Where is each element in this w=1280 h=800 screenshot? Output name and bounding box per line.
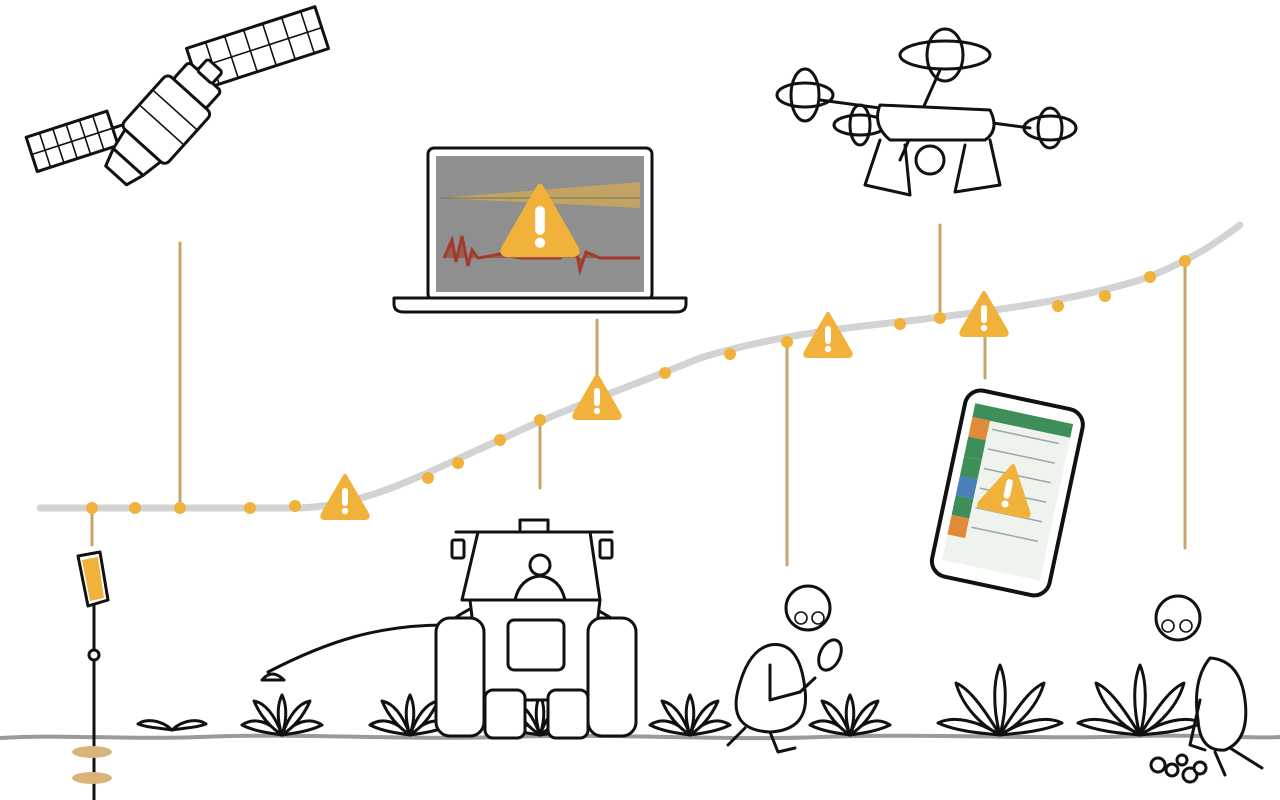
- trend-point: [174, 502, 186, 514]
- trend-point: [129, 502, 141, 514]
- drone-icon: [775, 27, 1078, 197]
- soil-sensor-icon: [72, 550, 112, 800]
- plant-icon: [1076, 663, 1204, 737]
- trend-point: [1179, 255, 1191, 267]
- trend-point: [1052, 300, 1064, 312]
- farmer-icon: [726, 584, 843, 754]
- plant-icon: [648, 693, 732, 737]
- warning-icon: [572, 374, 622, 420]
- trend-point: [422, 472, 434, 484]
- trend-point: [894, 318, 906, 330]
- trend-points: [86, 255, 1191, 514]
- trend-point: [289, 500, 301, 512]
- trend-point: [244, 502, 256, 514]
- trend-point: [781, 336, 793, 348]
- sensor-probe-ring: [72, 772, 112, 784]
- trend-point: [452, 457, 464, 469]
- trend-point: [534, 414, 546, 426]
- farmer-icon: [1149, 594, 1264, 784]
- trend-point: [724, 348, 736, 360]
- connector-stems: [90, 223, 1187, 567]
- trend-point: [86, 502, 98, 514]
- satellite-icon: [24, 5, 331, 187]
- trend-point: [934, 312, 946, 324]
- trend-point: [494, 434, 506, 446]
- trend-point: [1144, 271, 1156, 283]
- trend-point: [1099, 290, 1111, 302]
- laptop-icon: [392, 146, 688, 314]
- tractor-icon: [260, 518, 638, 740]
- laptop-screen-waveform: [442, 234, 640, 276]
- plant-icon: [240, 693, 324, 737]
- sensor-probe-ring: [72, 746, 112, 758]
- trend-point: [659, 367, 671, 379]
- plant-icon: [808, 693, 892, 737]
- ground-line: [0, 733, 1280, 741]
- plant-icon: [136, 719, 208, 732]
- plant-icon: [936, 663, 1064, 737]
- smartphone-icon: [929, 388, 1085, 598]
